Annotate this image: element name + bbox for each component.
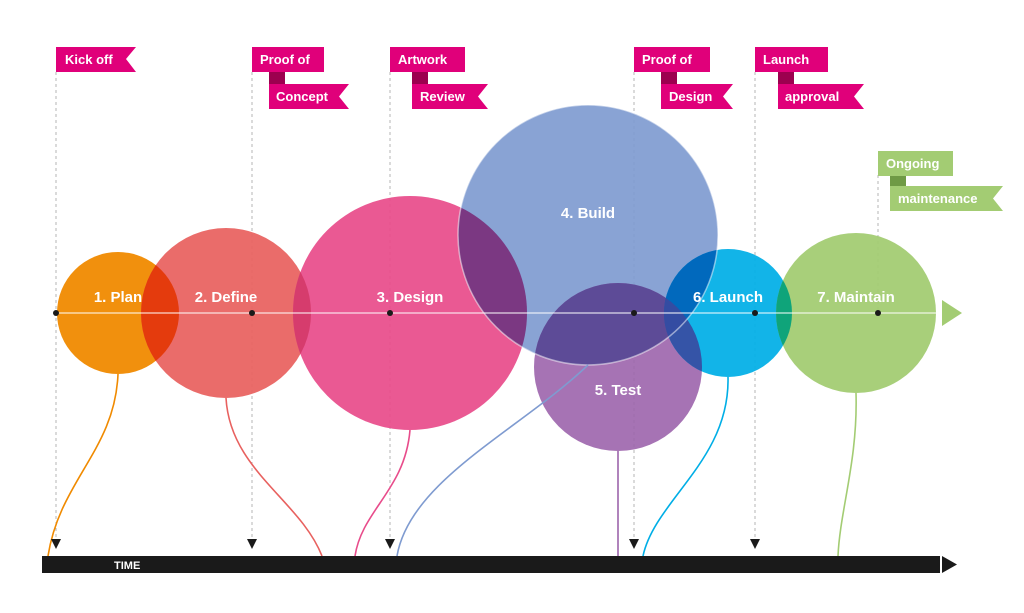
- connector-launch: [642, 376, 729, 557]
- flag-kickoff-ribbon: [56, 47, 136, 72]
- axis-point-kickoff: [53, 310, 59, 316]
- connector-build: [396, 364, 589, 557]
- phase-label-maintain: 7. Maintain: [817, 289, 895, 306]
- flag-artwork-review: Artwork Review: [390, 47, 488, 109]
- flag-launch-approval-ribbon-bottom: [778, 84, 864, 109]
- flag-launch-approval-ribbon-top: [755, 47, 828, 72]
- phase-label-launch: 6. Launch: [693, 289, 763, 306]
- flag-ongoing-maintenance-ribbon-bottom: [890, 186, 1003, 211]
- flag-ongoing-maintenance-ribbon-top: [878, 151, 953, 176]
- flag-kickoff: Kick off: [56, 47, 136, 72]
- connector-design: [354, 429, 411, 557]
- flag-artwork-review-ribbon-top: [390, 47, 465, 72]
- flag-artwork-review-ribbon-bottom: [412, 84, 488, 109]
- flag-artwork-review-line1: Artwork: [398, 52, 448, 67]
- flag-proof-of-concept-ribbon-bottom: [269, 84, 349, 109]
- flag-proof-of-design: Proof of Design: [634, 47, 733, 109]
- flag-proof-of-design-ribbon-top: [634, 47, 710, 72]
- flag-launch-approval-line2: approval: [785, 89, 839, 104]
- phase-axis-points: [53, 310, 881, 316]
- connector-maintain: [837, 392, 857, 557]
- phase-overlaps: [141, 196, 792, 398]
- flag-ongoing-maintenance-line1: Ongoing: [886, 156, 939, 171]
- flag-proof-of-concept-ribbon-top: [252, 47, 324, 72]
- phase-label-test: 5. Test: [595, 382, 641, 399]
- overlap-test-launch: [664, 283, 702, 377]
- time-bar: [42, 556, 940, 573]
- milestone-arrow-launch-approval: [750, 539, 760, 549]
- phase-connectors: [47, 364, 857, 557]
- flag-launch-approval-fold: [778, 72, 794, 84]
- flag-proof-of-design-ribbon-bottom: [661, 84, 733, 109]
- axis-point-ongoing-maintenance: [875, 310, 881, 316]
- flag-proof-of-concept-fold: [269, 72, 285, 84]
- flag-artwork-review-fold: [412, 72, 428, 84]
- connector-define: [225, 397, 323, 557]
- phase-label-define: 2. Define: [195, 289, 258, 306]
- connector-plan: [47, 373, 119, 557]
- phase-label-design: 3. Design: [377, 289, 444, 306]
- phase-label-build: 4. Build: [561, 205, 615, 222]
- flag-launch-approval-line1: Launch: [763, 52, 809, 67]
- axis-point-artwork-review: [387, 310, 393, 316]
- time-label: TIME: [114, 560, 140, 572]
- phase-label-plan: 1. Plan: [94, 289, 142, 306]
- milestone-flags: Kick off Proof of Concept Artwork Review…: [56, 47, 1003, 211]
- milestone-arrow-proof-of-design: [629, 539, 639, 549]
- milestone-arrows: [51, 539, 760, 549]
- flag-proof-of-concept: Proof of Concept: [252, 47, 349, 109]
- axis-point-proof-of-design: [631, 310, 637, 316]
- flag-proof-of-design-line2: Design: [669, 89, 712, 104]
- time-bar-arrow: [942, 556, 957, 573]
- axis-point-proof-of-concept: [249, 310, 255, 316]
- flag-artwork-review-line2: Review: [420, 89, 466, 104]
- flag-ongoing-maintenance: Ongoing maintenance: [878, 151, 1003, 211]
- flag-proof-of-concept-line2: Concept: [276, 89, 329, 104]
- flag-kickoff-text: Kick off: [65, 52, 113, 67]
- overlap-build-test: [534, 283, 702, 365]
- milestone-arrow-artwork-review: [385, 539, 395, 549]
- axis-point-launch-approval: [752, 310, 758, 316]
- milestone-arrow-kickoff: [51, 539, 61, 549]
- flag-proof-of-design-line1: Proof of: [642, 52, 692, 67]
- flag-proof-of-design-fold: [661, 72, 677, 84]
- phase-labels: 1. Plan 2. Define 3. Design 4. Build 5. …: [94, 205, 895, 399]
- flag-ongoing-maintenance-fold: [890, 175, 906, 186]
- phase-axis-arrow: [942, 300, 962, 326]
- flag-proof-of-concept-line1: Proof of: [260, 52, 310, 67]
- milestone-arrow-proof-of-concept: [247, 539, 257, 549]
- flag-launch-approval: Launch approval: [755, 47, 864, 109]
- overlap-design-build: [458, 196, 527, 365]
- flag-ongoing-maintenance-line2: maintenance: [898, 191, 977, 206]
